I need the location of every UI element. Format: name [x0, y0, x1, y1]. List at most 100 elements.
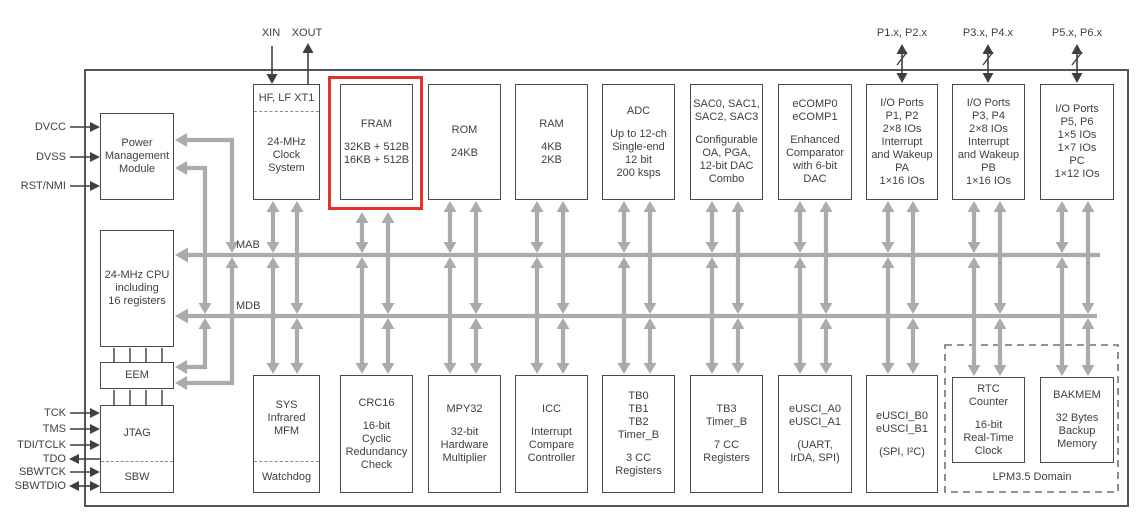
- pin-label-sbwtdio: SBWTDIO: [14, 480, 66, 492]
- text-line: RTC: [977, 382, 1000, 395]
- block-section: EEM: [101, 363, 173, 388]
- text-line: P3, P4: [971, 109, 1006, 122]
- text-line: Interrupt: [881, 135, 923, 148]
- text-line: SBW: [124, 470, 150, 483]
- text-line: Check: [360, 458, 393, 471]
- text-line: Power: [121, 137, 153, 149]
- pin-label-tdo: TDO: [42, 453, 66, 465]
- text-line: eUSCI_B1: [876, 422, 928, 435]
- text-line: 2×8 IOs: [969, 122, 1008, 135]
- text-line: 24-MHz CPU: [104, 269, 170, 281]
- text-line: with 6-bit: [792, 160, 838, 172]
- text-line: Single-end: [612, 140, 665, 153]
- text-line: Counter: [968, 395, 1009, 408]
- text-line: Clock: [272, 149, 301, 161]
- text-line: 1×16 IOs: [879, 174, 925, 187]
- text-line: Cyclic: [361, 432, 392, 445]
- chip-boundary: [84, 69, 1129, 507]
- text-line: TB0: [628, 390, 649, 402]
- text-line: IrDA, SPI): [790, 452, 840, 464]
- text-line: eUSCI_A1: [789, 416, 841, 428]
- text-line: FRAM: [360, 117, 393, 130]
- mab-bus-label: MAB: [236, 239, 260, 251]
- text-line: Enhanced: [790, 134, 840, 146]
- pin-label-sbwtck: SBWTCK: [18, 466, 66, 478]
- pin-label-p1x-p2x: P1.x, P2.x: [876, 27, 928, 39]
- text-line: P5, P6: [1060, 116, 1094, 128]
- text-line: TB3: [716, 403, 737, 415]
- mdb-bus-label: MDB: [236, 300, 261, 312]
- pin-label-p5x-p6x: P5.x, P6.x: [1051, 27, 1103, 39]
- text-line: 3 CC: [625, 452, 652, 464]
- text-line: Module: [118, 163, 156, 175]
- block-eem: EEM: [100, 362, 174, 389]
- text-line: and Wakeup: [957, 148, 1020, 161]
- text-line: and Wakeup: [871, 148, 933, 161]
- text-line: 4KB: [541, 140, 562, 153]
- text-line: 2×8 IOs: [882, 122, 922, 135]
- text-line: CRC16: [358, 396, 395, 409]
- text-line: Configurable: [695, 134, 758, 146]
- text-line: 16-bit: [362, 419, 391, 432]
- text-line: Backup: [1058, 425, 1096, 437]
- text-line: including: [115, 282, 159, 294]
- text-line: Timer_B: [705, 416, 748, 428]
- block-section: HF, LF XT1: [254, 85, 319, 111]
- pin-label-tck: TCK: [44, 407, 66, 419]
- text-line: 32 Bytes: [1055, 412, 1099, 424]
- text-line: Controller: [527, 452, 576, 464]
- text-line: EEM: [125, 369, 149, 381]
- text-line: I/O Ports: [966, 96, 1011, 109]
- text-line: I/O Ports: [880, 96, 924, 109]
- text-line: Clock: [974, 444, 1003, 457]
- block-section: JTAG: [101, 406, 173, 461]
- block-jtag-sbw: JTAG SBW: [100, 405, 174, 493]
- block-rom: ROM 24KB: [428, 84, 501, 200]
- pin-label-rst-nmi: RST/NMI: [20, 180, 66, 192]
- text-line: 24-MHz: [267, 136, 306, 148]
- text-line: Registers: [615, 465, 662, 477]
- text-line: Compare: [528, 439, 575, 451]
- text-line: Timer_B: [617, 429, 660, 441]
- text-line: 24KB: [451, 147, 478, 159]
- block-section: Watchdog: [254, 461, 319, 492]
- text-line: ROM: [451, 124, 478, 136]
- text-line: P1, P2: [885, 109, 919, 122]
- text-line: ADC: [626, 104, 651, 117]
- lpm35-domain-label: LPM3.5 Domain: [992, 471, 1072, 483]
- text-line: eCOMP0: [792, 98, 838, 110]
- block-section: SBW: [101, 461, 173, 492]
- pin-label-p3x-p4x: P3.x, P4.x: [962, 27, 1014, 39]
- text-line: PA: [895, 161, 909, 174]
- text-line: Management: [104, 150, 170, 162]
- text-line: TB1: [628, 403, 649, 415]
- text-line: PB: [981, 161, 996, 174]
